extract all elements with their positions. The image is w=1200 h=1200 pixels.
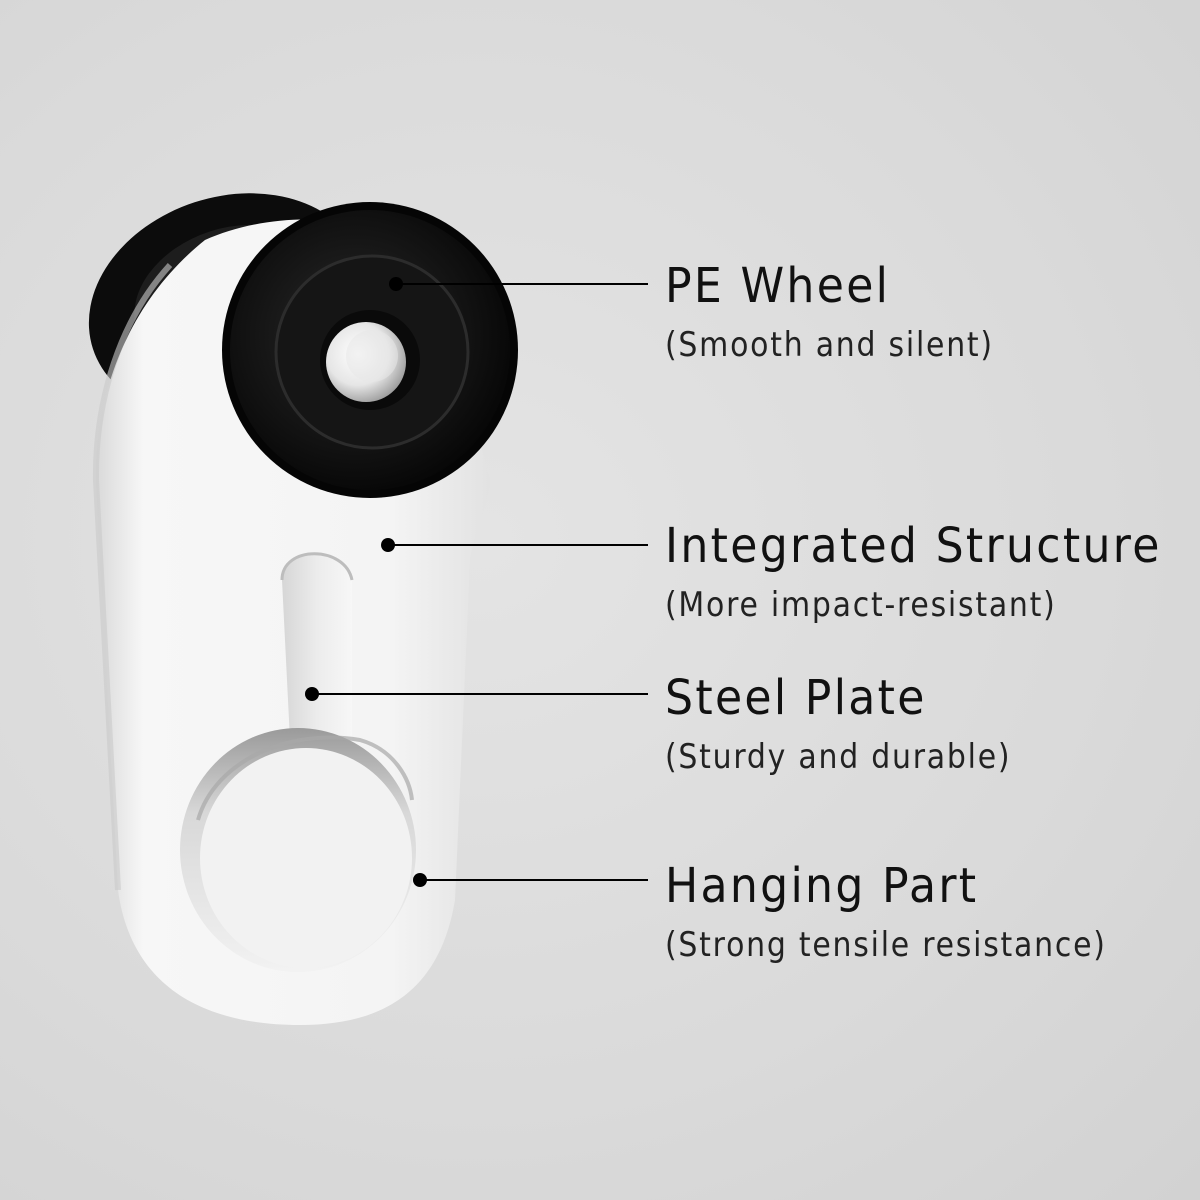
hanging-ring (180, 728, 416, 972)
callout-integrated-structure: Integrated Structure (More impact-resist… (665, 522, 1200, 622)
pe-wheel (222, 202, 518, 498)
leader-line-integrated-structure (381, 538, 648, 552)
steel-plate-slot (280, 552, 354, 740)
callout-steel-plate: Steel Plate (Sturdy and durable) (665, 674, 1059, 774)
leader-line-hanging-part (413, 873, 648, 887)
callout-title: Hanging Part (665, 858, 979, 914)
leader-line-pe-wheel (389, 277, 648, 291)
callout-subtitle: (Sturdy and durable) (665, 737, 1012, 777)
callout-title: Steel Plate (665, 670, 927, 726)
callout-hanging-part: Hanging Part (Strong tensile resistance) (665, 862, 1167, 962)
leader-line-steel-plate (305, 687, 648, 701)
callout-subtitle: (Strong tensile resistance) (665, 925, 1107, 965)
callout-subtitle: (More impact-resistant) (665, 585, 1057, 625)
callout-title: Integrated Structure (665, 518, 1162, 574)
callout-pe-wheel: PE Wheel (Smooth and silent) (665, 262, 1039, 362)
callout-subtitle: (Smooth and silent) (665, 325, 994, 365)
callout-title: PE Wheel (665, 258, 891, 314)
